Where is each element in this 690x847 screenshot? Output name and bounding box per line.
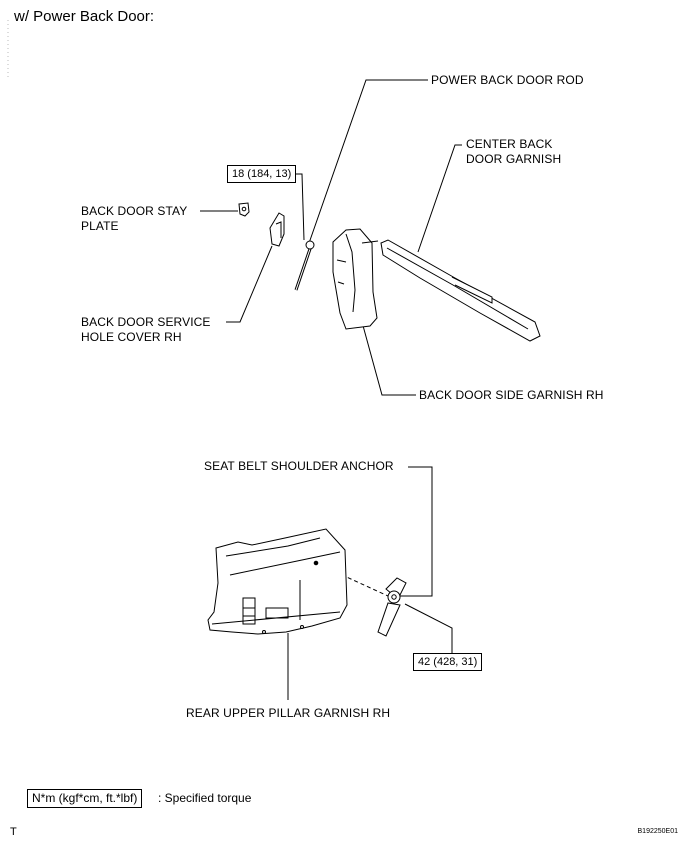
label-stay-plate-line1: BACK DOOR STAY [81,204,188,218]
leader-service-cover [226,245,273,323]
figure-code: B192250E01 [637,828,678,835]
torque-box-anchor: 42 (428, 31) [413,653,483,671]
leader-power-rod [307,79,428,247]
center-garnish-part [361,239,541,342]
leader-torque-rod [288,173,305,241]
page-title: w/ Power Back Door: [14,8,155,25]
label-power-back-door-rod: POWER BACK DOOR ROD [431,73,584,87]
side-garnish-part [332,228,378,330]
service-cover-part [269,212,285,247]
label-service-cover-line2: HOLE COVER RH [81,330,182,344]
label-center-back-door-garnish-line2: DOOR GARNISH [466,152,562,166]
legend-torque-box: N*m (kgf*cm, ft.*lbf) [27,789,143,808]
legend-torque-text: : Specified torque [158,791,252,805]
leader-center-garnish [417,144,462,253]
power-rod-part [294,240,315,291]
seat-belt-anchor-part [377,577,407,637]
torque-box-rod: 18 (184, 13) [227,165,297,183]
anchor-alignment-line [315,562,389,597]
leader-seat-belt [400,466,433,597]
leader-torque-anchor [404,603,453,654]
stay-plate-part [238,202,250,217]
label-center-back-door-garnish-line1: CENTER BACK [466,137,553,151]
pillar-garnish-part [207,528,348,635]
label-service-cover-line1: BACK DOOR SERVICE [81,315,211,329]
label-back-door-side-garnish: BACK DOOR SIDE GARNISH RH [419,388,604,402]
corner-mark: T [10,826,17,838]
label-stay-plate-line2: PLATE [81,219,119,233]
label-seat-belt-shoulder-anchor: SEAT BELT SHOULDER ANCHOR [204,459,394,473]
label-rear-upper-pillar-garnish: REAR UPPER PILLAR GARNISH RH [186,706,391,720]
leader-side-garnish [361,321,416,396]
